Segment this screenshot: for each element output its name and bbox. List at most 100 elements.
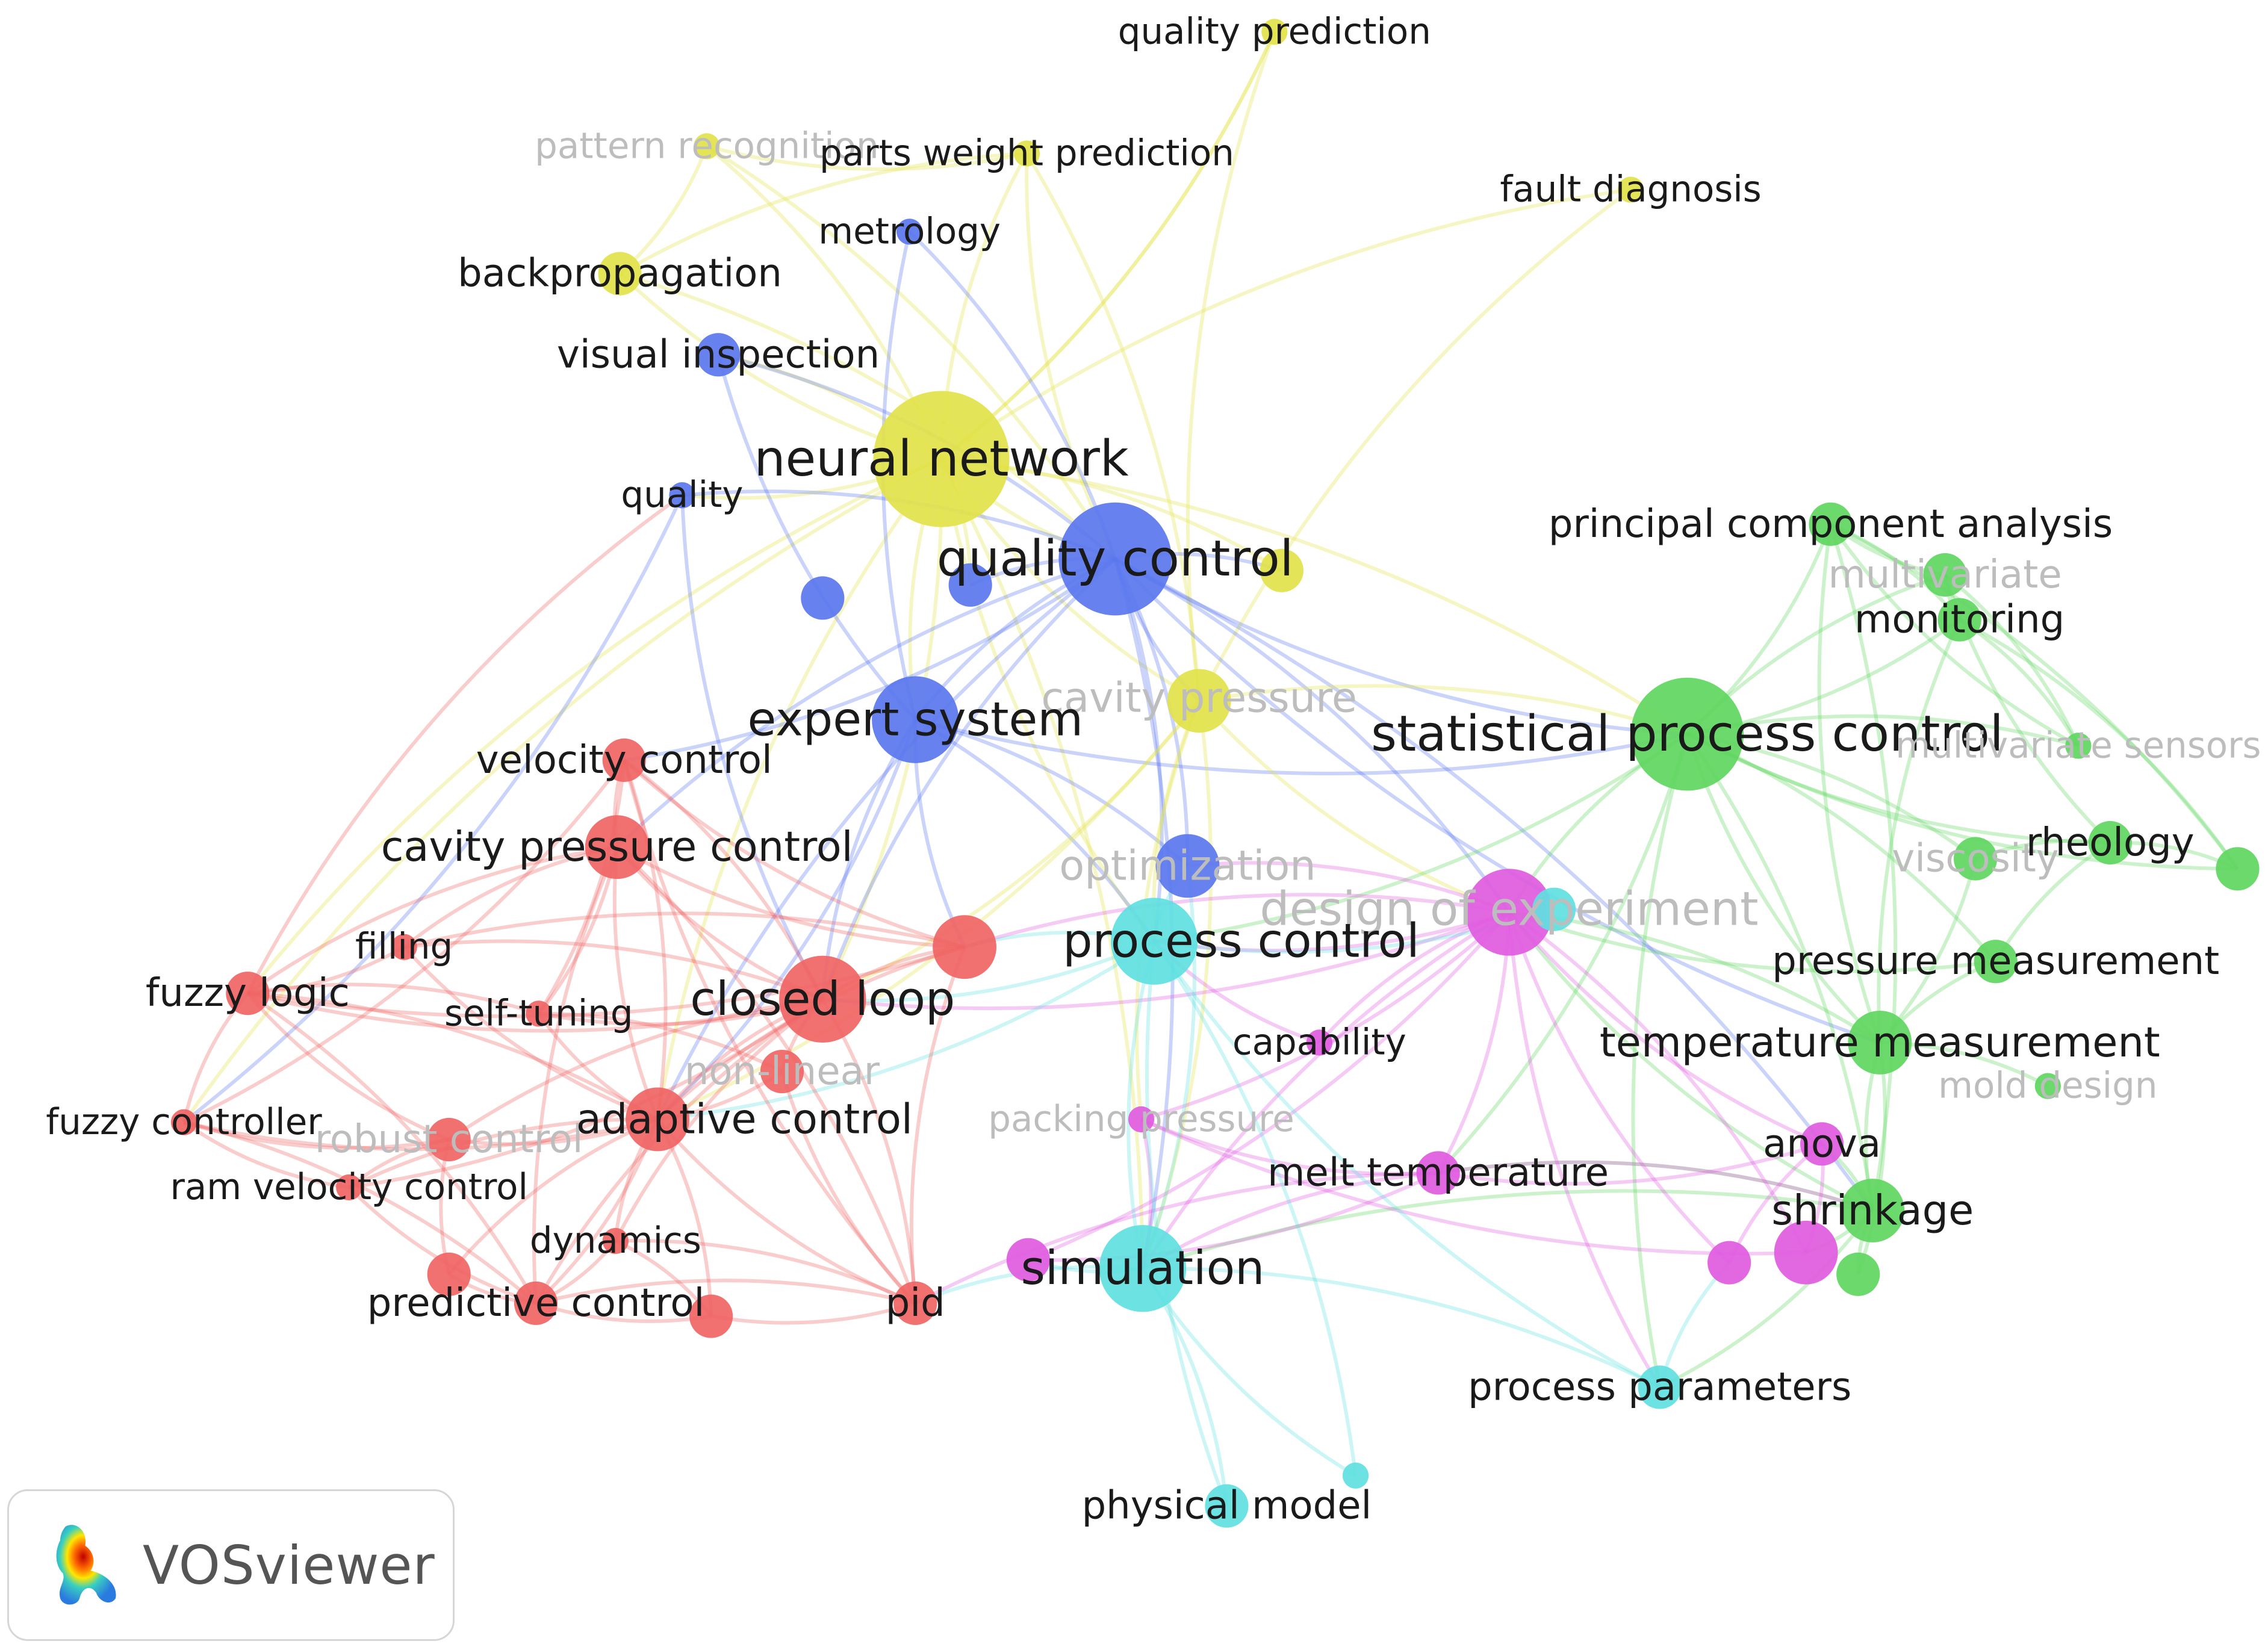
node-green-unlabeled-1[interactable]: [2216, 847, 2260, 891]
node-purple-unlabeled-3[interactable]: [1006, 1238, 1050, 1282]
network-link: [1114, 557, 1881, 1044]
node-cyan-unlabeled-2[interactable]: [1342, 1462, 1369, 1489]
node-red-unlabeled-2[interactable]: [427, 1252, 471, 1296]
node-capability[interactable]: [1306, 1029, 1333, 1056]
network-link: [1437, 733, 1689, 1174]
vosviewer-logo-icon: [56, 1525, 116, 1605]
network-link: [537, 760, 626, 1015]
node-mold-design[interactable]: [2034, 1073, 2061, 1099]
node-blue-unlabeled-2[interactable]: [801, 576, 845, 620]
node-optimization[interactable]: [1155, 834, 1220, 898]
network-link: [706, 144, 1117, 560]
network-link: [616, 845, 965, 949]
node-viscosity[interactable]: [1954, 837, 1998, 881]
network-link: [1959, 618, 2239, 870]
node-fuzzy-controller[interactable]: [170, 1109, 197, 1135]
node-quality[interactable]: [669, 482, 695, 509]
node-monitoring[interactable]: [1937, 598, 1981, 642]
label-packing-pressure: packing pressure: [988, 1099, 1294, 1140]
node-packing-pressure[interactable]: [1128, 1106, 1155, 1133]
network-link: [1142, 1267, 1661, 1389]
node-self-tuning[interactable]: [526, 1000, 552, 1027]
network-link: [915, 718, 1688, 775]
label-rheology: rheology: [2026, 820, 2195, 865]
node-backpropagation[interactable]: [598, 252, 642, 296]
network-link: [615, 557, 1116, 849]
node-filling[interactable]: [391, 934, 417, 960]
node-green-unlabeled-2[interactable]: [1836, 1252, 1880, 1296]
label-cavity-pressure: cavity pressure: [1041, 674, 1357, 722]
node-design-of-experiment[interactable]: [1465, 869, 1553, 956]
network-link: [1141, 1267, 1357, 1477]
node-neural-network[interactable]: [873, 391, 1010, 527]
node-predictive-control[interactable]: [514, 1281, 558, 1326]
node-pattern-recognition[interactable]: [694, 133, 720, 160]
node-non-linear[interactable]: [760, 1049, 804, 1094]
node-velocity-control[interactable]: [602, 738, 646, 782]
node-cavity-pressure[interactable]: [1167, 669, 1231, 733]
node-robust-control[interactable]: [427, 1118, 471, 1162]
node-shrinkage[interactable]: [1841, 1179, 1905, 1242]
node-multivariate-sensors[interactable]: [2065, 733, 2092, 759]
network-link: [612, 846, 659, 1120]
network-link: [347, 1186, 536, 1305]
node-closed-loop[interactable]: [779, 955, 866, 1043]
node-multivariate[interactable]: [1923, 553, 1967, 597]
network-link: [1114, 557, 1874, 1212]
node-melt-temperature[interactable]: [1416, 1151, 1460, 1195]
node-quality-prediction[interactable]: [1261, 19, 1288, 45]
node-ram-velocity-control[interactable]: [336, 1174, 362, 1201]
node-process-control[interactable]: [1111, 898, 1198, 985]
node-physical-model[interactable]: [1205, 1484, 1249, 1528]
network-links: [182, 31, 2239, 1507]
node-process-parameters[interactable]: [1638, 1365, 1682, 1409]
label-simulation: simulation: [1021, 1241, 1264, 1295]
network-link: [615, 1239, 916, 1305]
node-purple-unlabeled-1[interactable]: [1774, 1220, 1838, 1285]
network-link: [622, 759, 668, 1120]
node-parts-weight-prediction[interactable]: [1013, 140, 1040, 167]
vosviewer-badge: VOSviewer: [7, 1489, 455, 1641]
node-cyan-unlabeled-1[interactable]: [1532, 887, 1576, 931]
node-statistical-process-control[interactable]: [1630, 677, 1744, 791]
node-pid[interactable]: [893, 1281, 937, 1326]
node-expert-system[interactable]: [872, 676, 959, 763]
label-expert-system: expert system: [748, 693, 1083, 747]
network-link: [532, 846, 619, 1304]
node-yellow-unlabeled[interactable]: [1260, 548, 1303, 592]
node-blue-unlabeled-1[interactable]: [948, 563, 992, 607]
network-link: [1114, 557, 1688, 736]
node-fault-diagnosis[interactable]: [1617, 176, 1644, 203]
network-link: [403, 911, 965, 949]
network-link: [915, 718, 1189, 867]
label-fault-diagnosis: fault diagnosis: [1500, 169, 1761, 211]
node-red-unlabeled-1[interactable]: [933, 915, 996, 979]
node-quality-control[interactable]: [1058, 502, 1172, 616]
network-link: [822, 910, 1510, 1011]
label-visual-inspection: visual inspection: [557, 332, 880, 377]
node-pressure-measurement[interactable]: [1974, 940, 2018, 984]
node-dynamics[interactable]: [602, 1227, 629, 1255]
node-metrology[interactable]: [896, 219, 923, 245]
node-fuzzy-logic[interactable]: [226, 972, 270, 1016]
node-temperature-measurement[interactable]: [1848, 1011, 1912, 1075]
label-temperature-measurement: temperature measurement: [1600, 1019, 2160, 1067]
node-rheology[interactable]: [2088, 820, 2132, 865]
node-adaptive-control[interactable]: [626, 1087, 690, 1152]
node-purple-unlabeled-2[interactable]: [1707, 1241, 1751, 1285]
network-link: [710, 1301, 916, 1325]
label-process-control: process control: [1063, 914, 1420, 969]
node-simulation[interactable]: [1099, 1225, 1187, 1312]
network-link: [1508, 911, 1808, 1254]
network-link: [247, 991, 823, 1033]
network-link: [706, 144, 1028, 172]
node-principal-component-analysis[interactable]: [1809, 502, 1853, 546]
network-link: [1025, 152, 1201, 701]
node-visual-inspection[interactable]: [697, 333, 741, 377]
label-multivariate-sensors: multivariate sensors: [1895, 725, 2261, 766]
node-cavity-pressure-control[interactable]: [585, 815, 649, 879]
node-anova[interactable]: [1800, 1122, 1844, 1166]
node-red-unlabeled-3[interactable]: [689, 1294, 733, 1338]
network-link: [1631, 733, 1689, 1388]
label-statistical-process-control: statistical process control: [1371, 706, 2004, 763]
